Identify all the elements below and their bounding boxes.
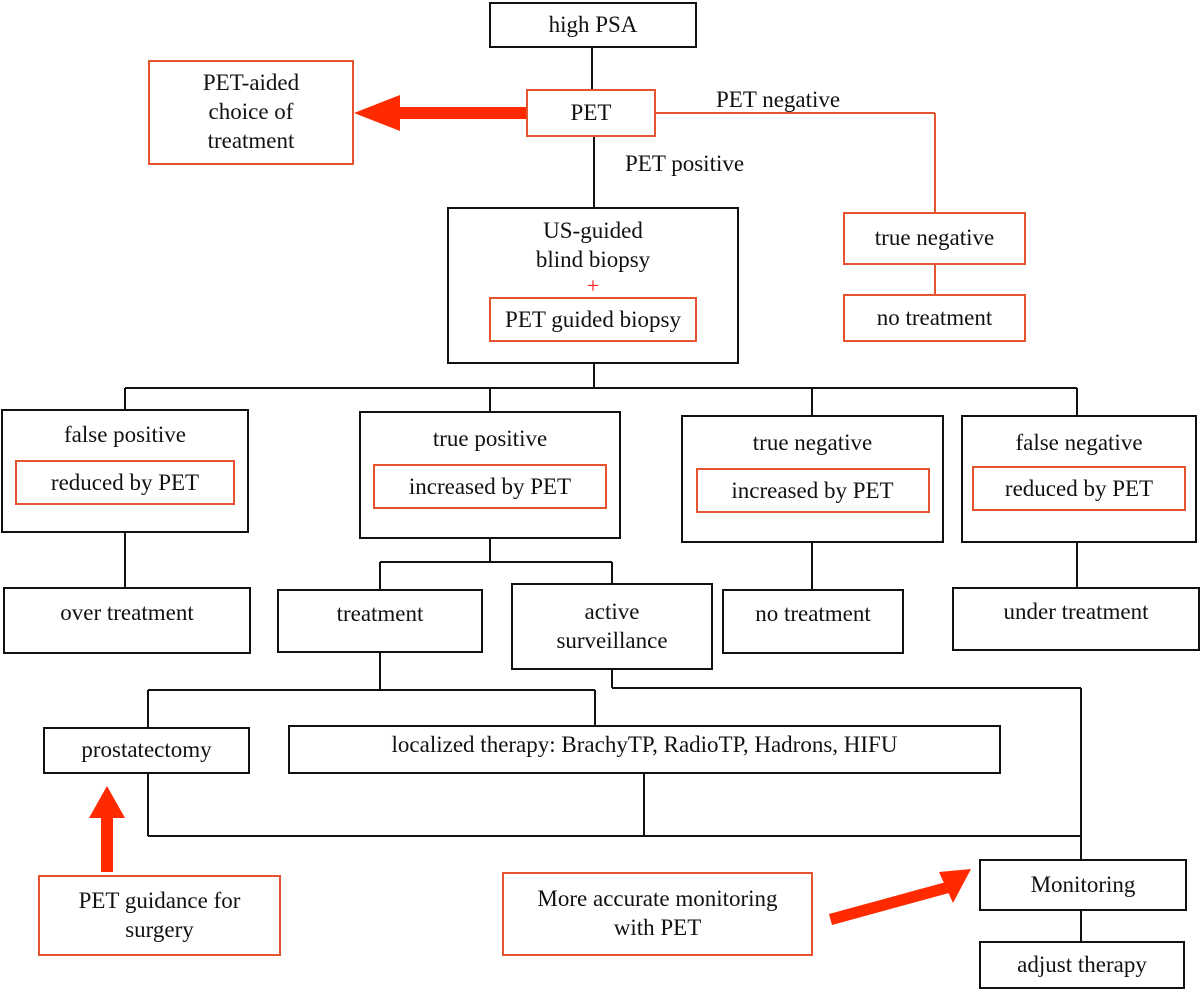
localized-therapy-box: localized therapy: BrachyTP, RadioTP, Ha… xyxy=(288,725,1001,774)
monitoring-label: Monitoring xyxy=(1030,871,1136,897)
pet-guided-biopsy-box: PET guided biopsy xyxy=(489,296,697,343)
false-positive-title: false positive xyxy=(64,422,186,447)
false-positive-box: false positive reduced by PET xyxy=(1,409,249,533)
biopsy-line2: blind biopsy xyxy=(535,246,651,272)
reduced-by-pet-box-2: reduced by PET xyxy=(972,465,1186,512)
pet-guidance-surgery-box: PET guidance for surgery xyxy=(38,875,281,956)
monitoring-box: Monitoring xyxy=(979,859,1187,911)
treatment-label: treatment xyxy=(336,600,424,626)
under-treatment-label: under treatment xyxy=(1003,598,1149,624)
true-negative-box: true negative increased by PET xyxy=(681,415,944,543)
pet-negative-label: PET negative xyxy=(716,87,841,112)
adjust-therapy-label: adjust therapy xyxy=(1017,951,1147,977)
pet-guidance-surgery-label: PET guidance for surgery xyxy=(78,887,241,942)
plus-sign: + xyxy=(586,272,600,298)
active-surveillance-label: active surveillance xyxy=(556,598,668,653)
true-negative-title: true negative xyxy=(752,430,873,455)
over-treatment-label: over treatment xyxy=(60,600,194,626)
true-positive-title: true positive xyxy=(432,426,548,451)
adjust-therapy-box: adjust therapy xyxy=(979,941,1185,989)
accurate-monitoring-box: More accurate monitoring with PET xyxy=(502,872,813,956)
high-psa-box: high PSA xyxy=(489,2,697,48)
biopsy-line1: US-guided xyxy=(543,218,643,243)
true-negative-pet-box: true negative xyxy=(843,212,1026,265)
high-psa-label: high PSA xyxy=(548,11,638,37)
pet-positive-label: PET positive xyxy=(625,151,745,176)
no-treatment-label: no treatment xyxy=(755,601,871,627)
increased-by-pet-box-2: increased by PET xyxy=(695,467,930,514)
prostatectomy-box: prostatectomy xyxy=(43,727,250,774)
biopsy-box: US-guided blind biopsy + PET guided biop… xyxy=(447,207,739,364)
prostatectomy-label: prostatectomy xyxy=(81,737,212,763)
pet-label: PET xyxy=(570,99,612,125)
reduced-by-pet-box: reduced by PET xyxy=(15,459,235,506)
accurate-monitoring-label: More accurate monitoring with PET xyxy=(537,886,778,940)
under-treatment-box: under treatment xyxy=(952,587,1200,651)
true-negative-pet-label: true negative xyxy=(874,225,995,251)
active-surveillance-box: active surveillance xyxy=(511,583,713,670)
pet-aided-choice-box: PET-aided choice of treatment xyxy=(148,60,354,165)
localized-therapy-label: localized therapy: BrachyTP, RadioTP, Ha… xyxy=(391,732,898,758)
increased-by-pet-box: increased by PET xyxy=(373,463,607,510)
treatment-box: treatment xyxy=(277,589,483,653)
no-treatment-pet-box: no treatment xyxy=(843,294,1026,342)
false-negative-title: false negative xyxy=(1015,430,1143,455)
false-negative-box: false negative reduced by PET xyxy=(961,415,1197,543)
no-treatment-pet-label: no treatment xyxy=(876,304,993,330)
no-treatment-box: no treatment xyxy=(722,589,904,654)
true-positive-box: true positive increased by PET xyxy=(359,411,621,539)
pet-aided-choice-label: PET-aided choice of treatment xyxy=(202,70,300,153)
pet-box: PET xyxy=(526,89,656,137)
over-treatment-box: over treatment xyxy=(3,587,251,654)
